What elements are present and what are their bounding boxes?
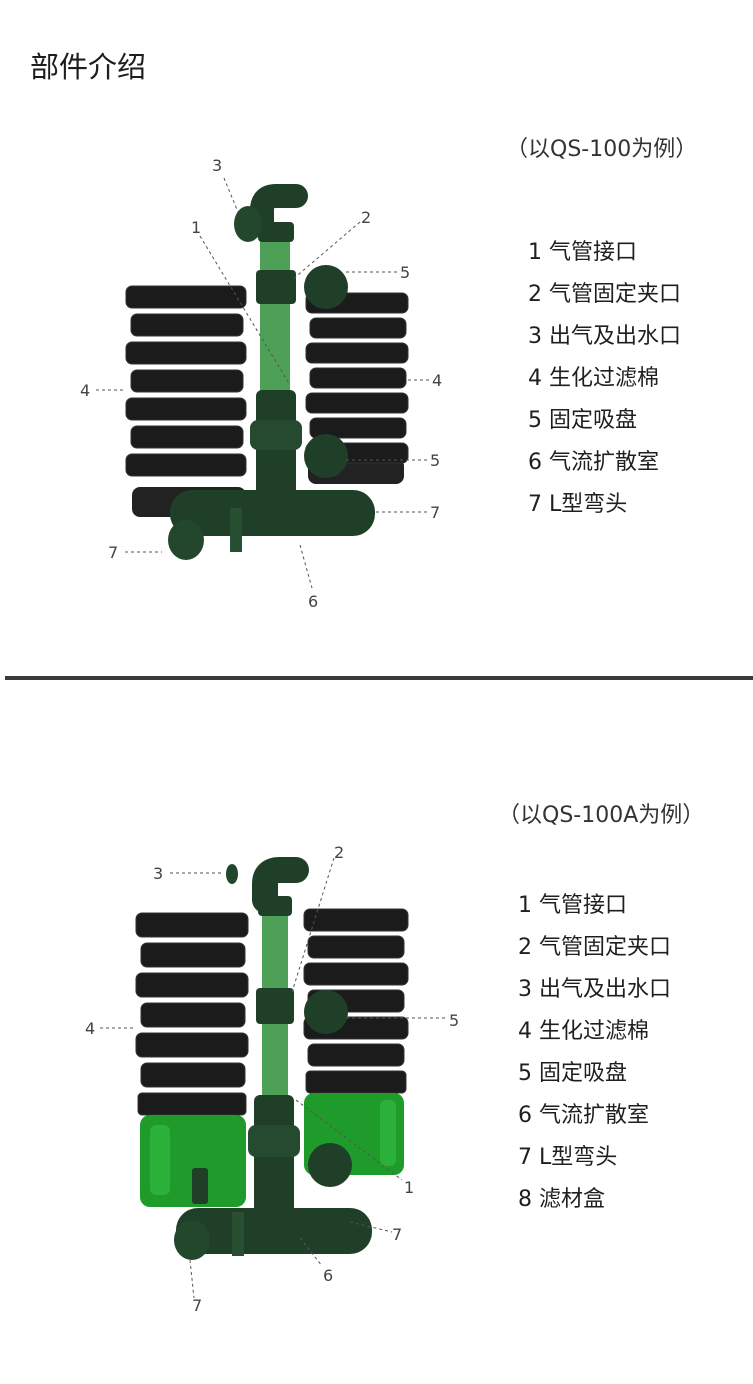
part-item: 7 L型弯头 — [528, 492, 628, 517]
callout-6: 6 — [308, 592, 318, 611]
part-item: 2 气管固定夹口 — [528, 282, 682, 307]
callout-3: 3 — [153, 864, 163, 883]
callout-5-bottom: 5 — [430, 451, 440, 470]
parts-list-2: 1 气管接口 2 气管固定夹口 3 出气及出水口 4 生化过滤棉 5 固定吸盘 … — [518, 885, 671, 1221]
part-item: 3 出气及出水口 — [528, 324, 682, 349]
part-item: 8 滤材盒 — [518, 1187, 606, 1212]
callout-4-right: 4 — [432, 371, 442, 390]
part-item: 1 气管接口 — [528, 240, 638, 265]
part-item: 1 气管接口 — [518, 893, 628, 918]
callout-2: 2 — [334, 843, 344, 862]
filter-diagram-qs100: 1 2 3 4 4 5 5 6 7 7 — [80, 156, 442, 611]
part-item: 5 固定吸盘 — [528, 408, 638, 433]
part-item: 3 出气及出水口 — [518, 977, 672, 1002]
media-box-left — [140, 1115, 246, 1207]
part-item: 6 气流扩散室 — [528, 450, 660, 475]
center-column — [234, 184, 348, 500]
callout-7-left: 7 — [108, 543, 118, 562]
section-divider — [5, 676, 753, 680]
part-item: 7 L型弯头 — [518, 1145, 618, 1170]
callout-7-left: 7 — [192, 1296, 202, 1315]
callout-1: 1 — [404, 1178, 414, 1197]
l-elbow-pipe — [168, 490, 375, 560]
part-item: 4 生化过滤棉 — [528, 366, 660, 391]
l-elbow-pipe — [174, 1208, 372, 1260]
callout-5-top: 5 — [400, 263, 410, 282]
sponge-left — [135, 912, 249, 1116]
model-note-2: （以QS-100A为例） — [498, 803, 705, 828]
model-note-1: （以QS-100为例） — [506, 137, 698, 162]
center-column — [226, 857, 352, 1215]
part-item: 4 生化过滤棉 — [518, 1019, 650, 1044]
callout-2: 2 — [361, 208, 371, 227]
page-title: 部件介绍 — [30, 50, 147, 84]
filter-diagram-qs100a: 1 2 3 4 5 6 7 7 — [85, 843, 459, 1315]
sponge-left — [125, 285, 247, 517]
callout-4-left: 4 — [80, 381, 90, 400]
part-item: 5 固定吸盘 — [518, 1061, 628, 1086]
callout-7-right: 7 — [430, 503, 440, 522]
sponge-right — [303, 908, 409, 1094]
part-item: 6 气流扩散室 — [518, 1103, 650, 1128]
parts-list-1: 1 气管接口 2 气管固定夹口 3 出气及出水口 4 生化过滤棉 5 固定吸盘 … — [528, 232, 681, 526]
callout-3: 3 — [212, 156, 222, 175]
callout-6: 6 — [323, 1266, 333, 1285]
callout-1: 1 — [191, 218, 201, 237]
callout-5: 5 — [449, 1011, 459, 1030]
callout-4: 4 — [85, 1019, 95, 1038]
part-item: 2 气管固定夹口 — [518, 935, 672, 960]
callout-7-right: 7 — [392, 1225, 402, 1244]
